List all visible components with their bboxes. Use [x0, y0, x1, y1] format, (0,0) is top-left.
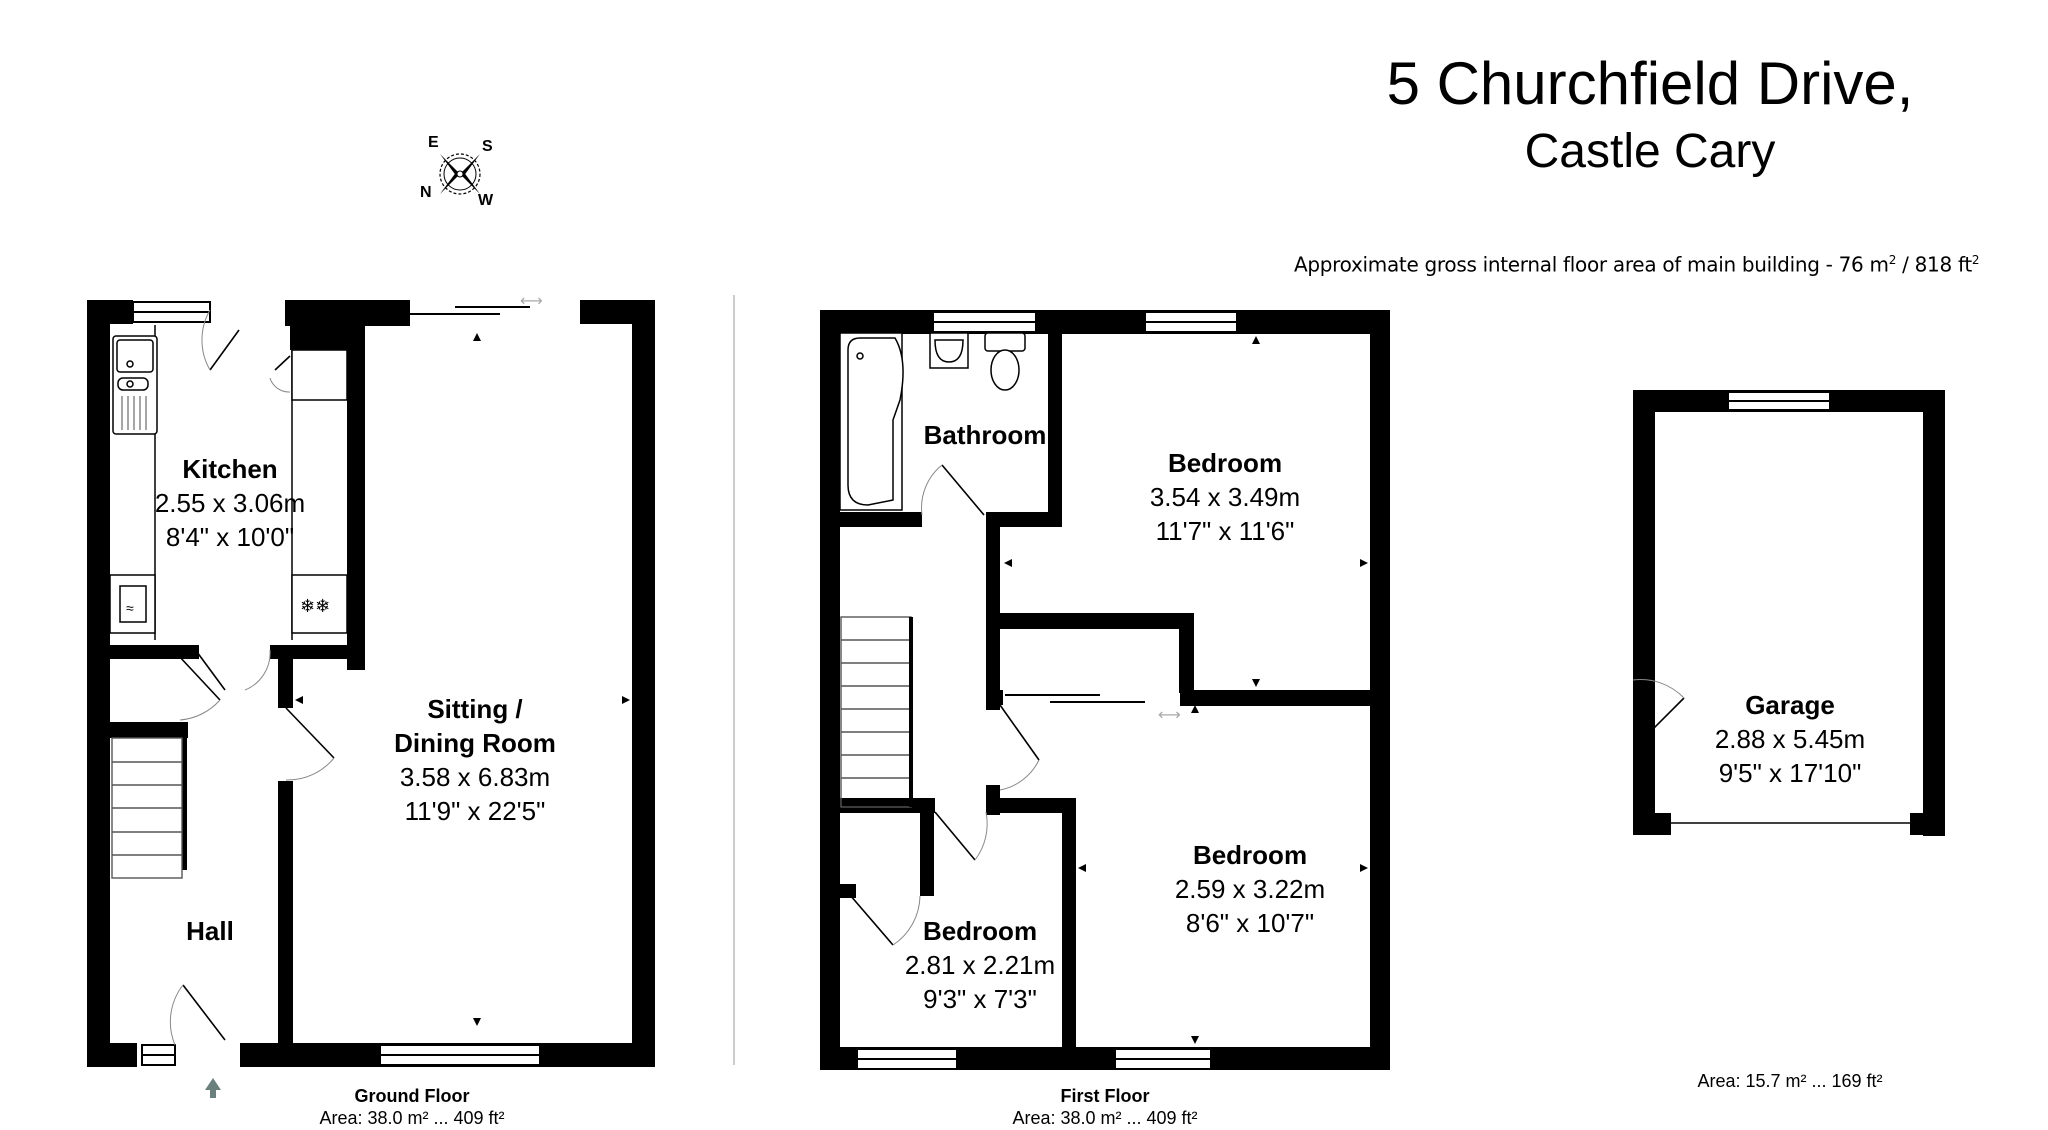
- room-name: Bathroom: [923, 420, 1047, 450]
- first-floor-sliding-door: [1005, 694, 1145, 703]
- room-imperial: 9'5" x 17'10": [1718, 758, 1862, 788]
- room-metric: 3.58 x 6.83m: [399, 762, 551, 792]
- room-bedroom-1: Bedroom 3.54 x 3.49m 11'7" x 11'6": [1115, 446, 1335, 548]
- room-name: Hall: [186, 916, 234, 946]
- ground-floor-label: Ground Floor Area: 38.0 m² ... 409 ft²: [262, 1085, 562, 1129]
- floor-area: Area: 15.7 m² ... 169 ft²: [1697, 1071, 1883, 1091]
- room-name: Bedroom: [922, 916, 1038, 946]
- room-metric: 3.54 x 3.49m: [1149, 482, 1301, 512]
- ground-floor-windows: [132, 301, 541, 1066]
- garage-side-door: [1632, 679, 1685, 739]
- room-name: Kitchen: [182, 454, 278, 484]
- first-floor-markers: [1004, 336, 1368, 1044]
- measurement-markers: [295, 333, 630, 1026]
- compass-north-label: N: [420, 184, 432, 201]
- room-imperial: 9'3" x 7'3": [923, 984, 1037, 1014]
- property-town: Castle Cary: [1524, 125, 1776, 178]
- first-floor-stairs: [840, 616, 912, 808]
- gross-floor-area: Approximate gross internal floor area of…: [1294, 246, 2014, 279]
- compass-rose-icon: [439, 153, 481, 195]
- compass-west-label: W: [478, 192, 494, 209]
- compass-south-label: S: [482, 138, 493, 155]
- room-name: Bedroom: [1192, 840, 1308, 870]
- superscript: 2: [1888, 253, 1897, 267]
- ground-floor-stairs: [111, 737, 183, 879]
- room-bathroom: Bathroom: [905, 418, 1065, 452]
- garage-label: Area: 15.7 m² ... 169 ft²: [1640, 1070, 1940, 1092]
- compass-east-label: E: [428, 134, 439, 151]
- room-imperial: 8'4" x 10'0": [165, 522, 295, 552]
- room-garage: Garage 2.88 x 5.45m 9'5" x 17'10": [1690, 688, 1890, 790]
- slide-arrow-icon: ⟷: [520, 291, 543, 310]
- superscript: 2: [1971, 253, 1980, 267]
- first-floor-doors: [849, 464, 1040, 946]
- room-imperial: 8'6" x 10'7": [1185, 908, 1315, 938]
- floor-name: First Floor: [1060, 1086, 1150, 1106]
- room-name: Bedroom: [1167, 448, 1283, 478]
- room-bedroom-3: Bedroom 2.81 x 2.21m 9'3" x 7'3": [880, 914, 1080, 1016]
- room-name: Garage: [1745, 690, 1835, 720]
- gross-area-text: Approximate gross internal floor area of…: [1294, 252, 1889, 277]
- oven-icon: ≈: [126, 600, 134, 616]
- room-metric: 2.81 x 2.21m: [904, 950, 1056, 980]
- room-metric: 2.55 x 3.06m: [154, 488, 306, 518]
- room-metric: 2.88 x 5.45m: [1714, 724, 1866, 754]
- room-hall: Hall: [160, 914, 260, 948]
- room-metric: 2.59 x 3.22m: [1174, 874, 1326, 904]
- slide-arrow-icon: ⟷: [1158, 705, 1181, 724]
- ground-floor-walls: [87, 300, 655, 1067]
- floor-area: Area: 38.0 m² ... 409 ft²: [319, 1108, 505, 1128]
- room-imperial: 11'9" x 22'5": [404, 796, 546, 826]
- garage-walls: [1633, 390, 1945, 836]
- room-name: Sitting /: [427, 694, 523, 724]
- floor-name: Ground Floor: [354, 1086, 470, 1106]
- garage-window: [1727, 391, 1831, 411]
- kitchen-fittings: [109, 325, 348, 640]
- entrance-arrow-icon: [205, 1078, 221, 1098]
- floor-area: Area: 38.0 m² ... 409 ft²: [1012, 1108, 1198, 1128]
- sliding-door: [410, 306, 530, 315]
- bathroom-fittings: [839, 332, 1026, 511]
- room-name-line2: Dining Room: [394, 728, 556, 758]
- freezer-icon: ❄❄: [300, 596, 330, 616]
- room-kitchen: Kitchen 2.55 x 3.06m 8'4" x 10'0": [130, 452, 330, 554]
- gross-area-text-imperial: / 818 ft: [1896, 252, 1972, 277]
- ground-floor-doors: [169, 309, 335, 1046]
- room-imperial: 11'7" x 11'6": [1155, 516, 1295, 546]
- first-floor-label: First Floor Area: 38.0 m² ... 409 ft²: [955, 1085, 1255, 1129]
- property-title: 5 Churchfield Drive,: [1386, 50, 1914, 117]
- first-floor-walls: [820, 310, 1390, 1070]
- room-sitting-dining: Sitting / Dining Room 3.58 x 6.83m 11'9"…: [360, 692, 590, 828]
- first-floor-windows: [856, 311, 1238, 1070]
- room-bedroom-2: Bedroom 2.59 x 3.22m 8'6" x 10'7": [1140, 838, 1360, 940]
